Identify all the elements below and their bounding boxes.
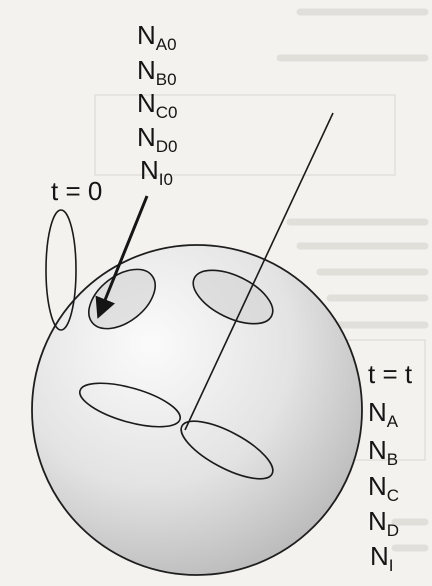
species-label-b0: NB0 bbox=[137, 55, 177, 89]
species-label-b: NB bbox=[368, 435, 399, 469]
species-label-c0: NC0 bbox=[137, 88, 178, 122]
species-label-d: ND bbox=[368, 506, 400, 540]
pointer-line bbox=[184, 112, 334, 431]
species-label-a: NA bbox=[368, 397, 399, 431]
arrow bbox=[95, 195, 149, 319]
final-time-label: t = t bbox=[368, 359, 413, 389]
species-label-a0: NA0 bbox=[137, 20, 177, 54]
species-label-c: NC bbox=[368, 471, 400, 505]
initial-time-label: t = 0 bbox=[51, 176, 103, 206]
inner-ellipse bbox=[78, 382, 182, 428]
species-label-i: NI bbox=[370, 541, 394, 575]
species-label-d0: ND0 bbox=[137, 122, 178, 156]
lower-ellipse bbox=[180, 420, 274, 480]
species-label-i0: NI0 bbox=[140, 155, 173, 189]
surface-ellipse-right bbox=[192, 269, 274, 325]
initial-ellipse bbox=[45, 209, 77, 331]
